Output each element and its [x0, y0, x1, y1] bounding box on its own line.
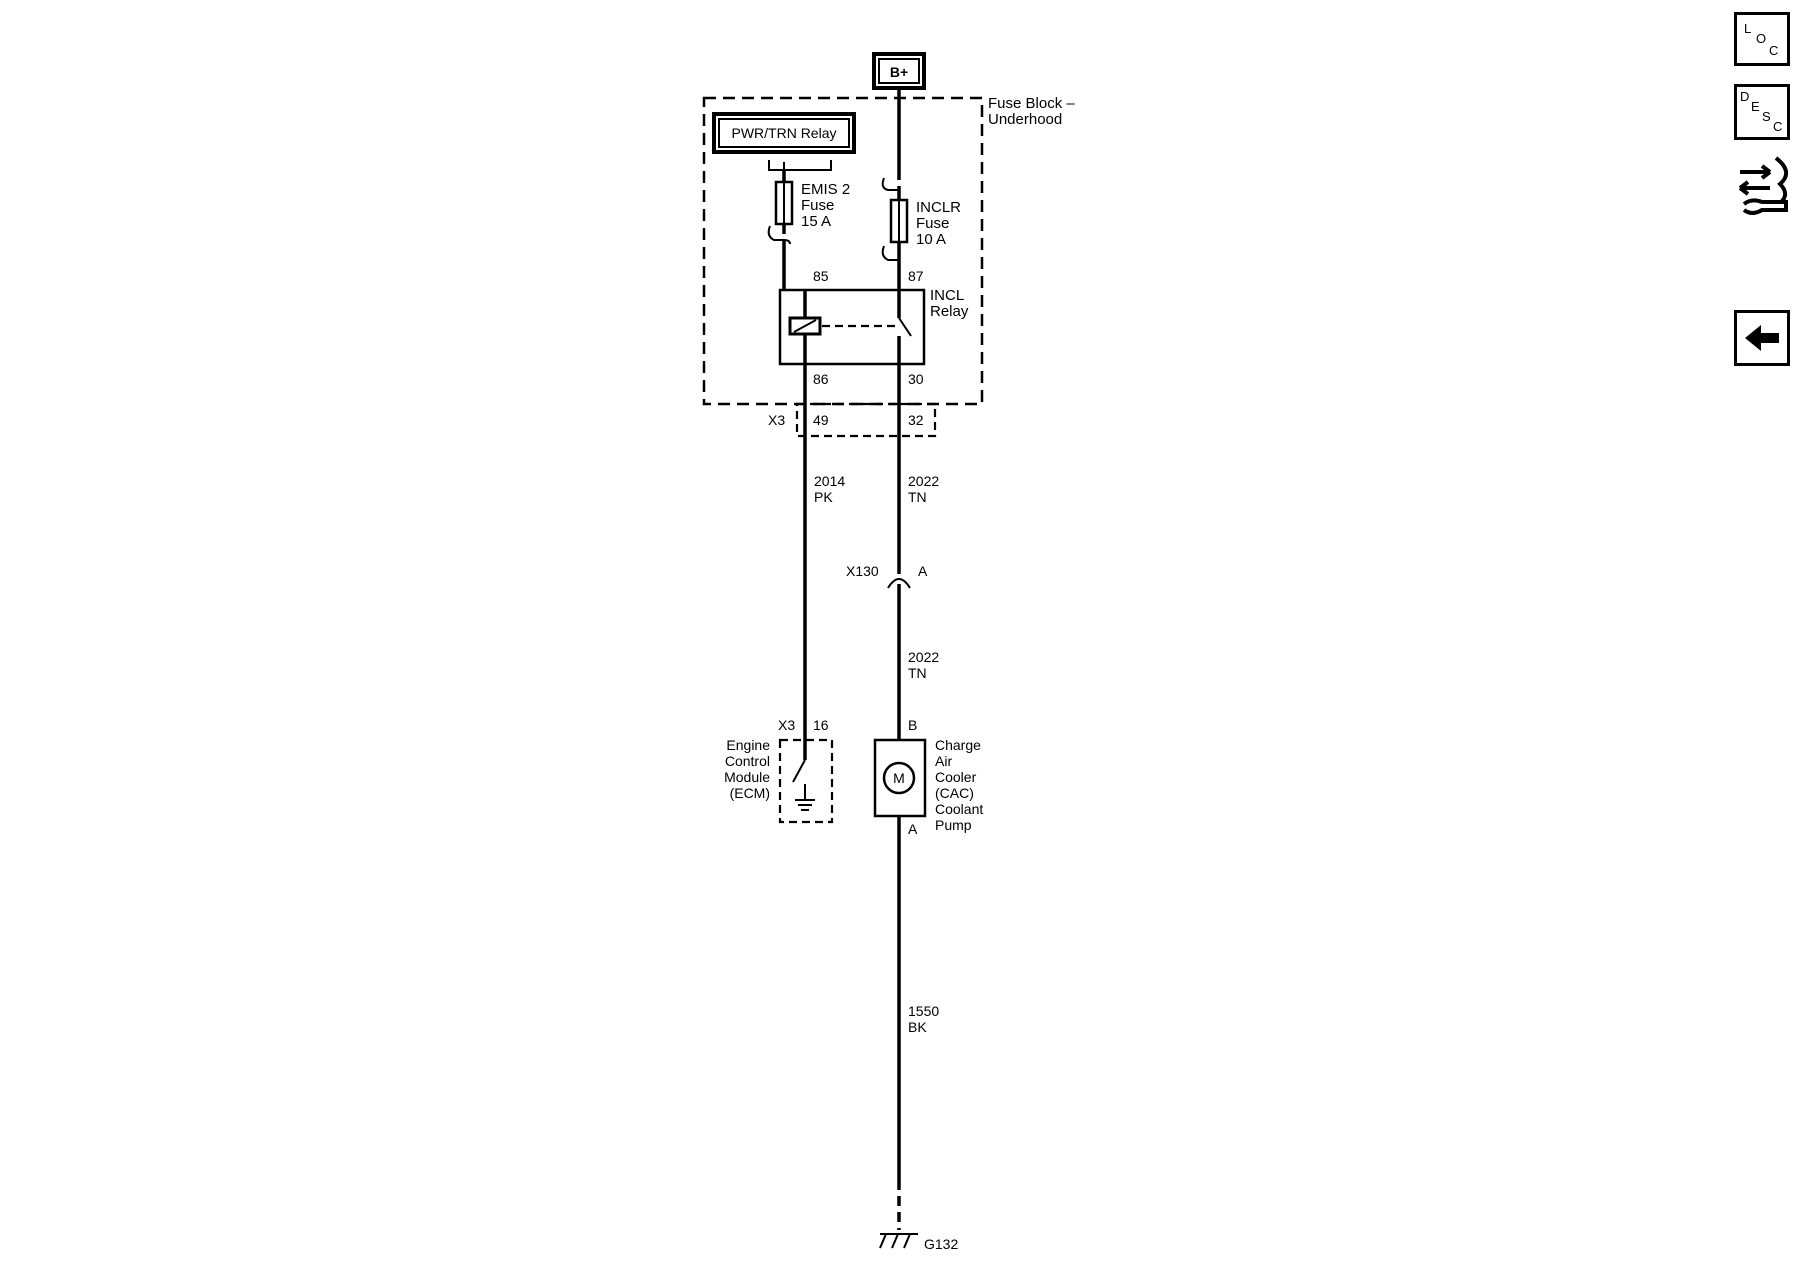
emis-fuse-rating: 15 A [801, 213, 831, 230]
x130-pin: A [918, 563, 928, 579]
ecm-pin: 16 [813, 717, 829, 733]
ecm-boundary [778, 738, 834, 824]
loc-letter-1: L [1744, 21, 1751, 36]
x3-top-name: X3 [768, 412, 785, 428]
back-arrow-icon [1745, 325, 1779, 351]
x130-name: X130 [846, 563, 879, 579]
ground-wire-color: BK [908, 1019, 927, 1035]
fuse-block-label-1: Fuse Block – [988, 95, 1075, 112]
loc-letter-2: O [1756, 31, 1766, 46]
relay-pin-85: 85 [813, 268, 829, 284]
pump-label-5: Coolant [935, 801, 983, 817]
ecm-connector: X3 [778, 717, 795, 733]
relay-pin-87: 87 [908, 268, 924, 284]
pump-motor-letter: M [893, 770, 905, 786]
ground-wire-circuit: 1550 [908, 1003, 939, 1019]
x3-connector [795, 402, 937, 438]
b-plus-box-inner [878, 58, 920, 84]
x3-pin-49: 49 [813, 412, 829, 428]
inclr-fuse-rating: 10 A [916, 231, 946, 248]
wire-right-lower-color: TN [908, 665, 927, 681]
ground-label: G132 [924, 1236, 958, 1252]
pump-label-1: Charge [935, 737, 981, 753]
emis-fuse-type: Fuse [801, 197, 834, 214]
wire-right-upper-circuit: 2022 [908, 473, 939, 489]
pump-motor-symbol [882, 761, 916, 795]
pump-label-4: (CAC) [935, 785, 974, 801]
loc-button[interactable]: L O C [1734, 12, 1790, 66]
incl-relay-label-1: INCL [930, 287, 964, 304]
inclr-top-terminal-hook [881, 177, 899, 191]
ecm-label-3: Module [724, 769, 770, 785]
desc-letter-1: D [1740, 89, 1749, 104]
x130-connector [887, 578, 911, 589]
desc-letter-3: S [1762, 109, 1771, 124]
b-plus-label: B+ [890, 64, 908, 80]
pump-pin-a: A [908, 821, 918, 837]
loc-letter-3: C [1769, 43, 1778, 58]
desc-letter-2: E [1751, 99, 1760, 114]
ecm-switch [792, 759, 806, 783]
pwr-trn-relay-box-inner [718, 118, 850, 148]
incl-relay-label-2: Relay [930, 303, 969, 320]
relay-feed-bracket [768, 160, 832, 171]
ecm-label-2: Control [725, 753, 770, 769]
desc-button[interactable]: D E S C [1734, 84, 1790, 140]
wire-left-circuit: 2014 [814, 473, 845, 489]
wire-left-color: PK [814, 489, 833, 505]
desc-letter-4: C [1773, 119, 1782, 134]
emis-terminal-hook [767, 225, 784, 241]
pwr-trn-relay-label: PWR/TRN Relay [731, 125, 836, 141]
inclr-fuse-name: INCLR [916, 199, 961, 216]
ecm-label-1: Engine [726, 737, 770, 753]
pump-label-3: Cooler [935, 769, 977, 785]
inclr-bottom-terminal-hook [881, 245, 899, 261]
relay-pin-30: 30 [908, 371, 924, 387]
fuse-block-label-2: Underhood [988, 111, 1062, 128]
pump-label-2: Air [935, 753, 952, 769]
ecm-label-4: (ECM) [730, 785, 770, 801]
inclr-fuse-type: Fuse [916, 215, 949, 232]
pump-pin-b: B [908, 717, 917, 733]
wire-right-lower-circuit: 2022 [908, 649, 939, 665]
connector-tool-icon[interactable] [1738, 154, 1796, 220]
relay-pin-86: 86 [813, 371, 829, 387]
wire-right-upper-color: TN [908, 489, 927, 505]
pump-label-6: Pump [935, 817, 972, 833]
relay-switch-contact [898, 317, 912, 337]
emis-fuse-name: EMIS 2 [801, 181, 850, 198]
back-button[interactable] [1734, 310, 1790, 366]
x3-pin-32: 32 [908, 412, 924, 428]
